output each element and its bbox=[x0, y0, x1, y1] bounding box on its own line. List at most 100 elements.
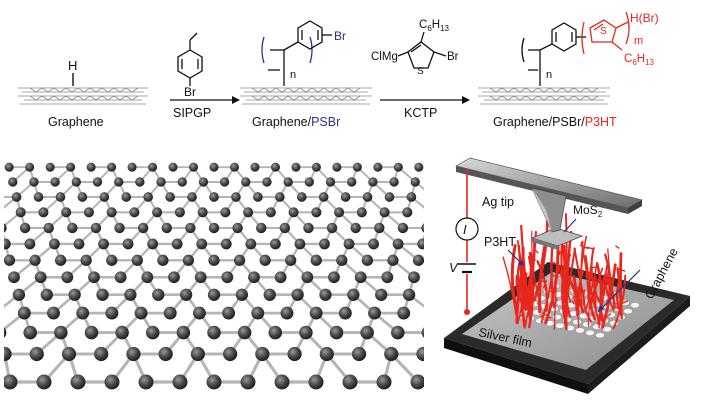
lattice-atom bbox=[44, 223, 54, 233]
lattice-atom bbox=[115, 271, 127, 283]
lattice-atom bbox=[143, 192, 153, 202]
lattice-atom bbox=[168, 271, 180, 283]
graphene-sheet-psbr bbox=[240, 88, 372, 104]
lattice-atom bbox=[47, 307, 60, 320]
graphene-sheet-final bbox=[478, 88, 610, 104]
lattice-atom bbox=[319, 192, 329, 202]
psbr-n-label: n bbox=[290, 69, 296, 81]
lattice-atom bbox=[334, 207, 344, 217]
lattice-atom bbox=[139, 375, 154, 390]
p3ht-fiber bbox=[566, 290, 567, 327]
lattice-atom bbox=[66, 163, 75, 172]
lattice-atom bbox=[128, 163, 137, 172]
lattice-atom bbox=[107, 163, 116, 172]
lattice-atom bbox=[352, 347, 366, 361]
lattice-atom bbox=[426, 307, 439, 320]
lattice-atom bbox=[339, 307, 352, 320]
lattice-atom bbox=[199, 177, 208, 186]
lattice-atom bbox=[135, 177, 144, 186]
final-m-label: m bbox=[634, 35, 643, 47]
lattice-atom bbox=[29, 177, 38, 186]
lattice-atom bbox=[368, 177, 377, 186]
lattice-atom bbox=[78, 192, 88, 202]
lattice-atom bbox=[114, 177, 123, 186]
lattice-atom bbox=[162, 223, 172, 233]
lattice-atom bbox=[347, 289, 359, 301]
lattice-atom bbox=[146, 326, 160, 340]
lattice-atom bbox=[29, 255, 40, 266]
lattice-atom bbox=[311, 255, 322, 266]
graphene-lattice-panel bbox=[0, 160, 439, 400]
sipgp-label: SIPGP bbox=[173, 106, 211, 120]
lattice-atom bbox=[50, 177, 59, 186]
lattice-atom bbox=[81, 255, 92, 266]
p3ht-fiber bbox=[595, 278, 596, 310]
lattice-atom bbox=[363, 192, 373, 202]
styrene-monomer bbox=[178, 33, 202, 86]
lattice-atom bbox=[357, 207, 367, 217]
lattice-atom bbox=[380, 207, 390, 217]
lattice-atom bbox=[221, 238, 232, 249]
lattice-atom bbox=[311, 207, 321, 217]
lattice-atom bbox=[12, 192, 22, 202]
final-product-label: Graphene/PSBr/P3HT bbox=[493, 115, 617, 129]
lattice-atom bbox=[209, 192, 219, 202]
device-graphene-cell bbox=[624, 308, 633, 314]
lattice-atom bbox=[297, 192, 307, 202]
lattice-atom bbox=[157, 255, 168, 266]
lattice-atom bbox=[0, 207, 3, 217]
lattice-atom bbox=[208, 289, 220, 301]
psbr-label-color: PSBr bbox=[311, 115, 340, 129]
lattice-atom bbox=[61, 207, 71, 217]
p3ht-fiber-branch bbox=[556, 297, 557, 300]
lattice-atom bbox=[377, 375, 392, 390]
lattice-atom bbox=[34, 192, 44, 202]
device-graphene-cell bbox=[556, 323, 565, 329]
lattice-atom bbox=[295, 238, 306, 249]
lattice-atom bbox=[319, 289, 331, 301]
lattice-atom bbox=[343, 375, 358, 390]
lattice-atom bbox=[291, 289, 303, 301]
lattice-atom bbox=[126, 347, 140, 361]
psbr-product-label: Graphene/PSBr bbox=[252, 115, 340, 129]
device-graphene-cell bbox=[553, 314, 562, 320]
lattice-atom bbox=[173, 375, 188, 390]
lattice-atom bbox=[271, 163, 280, 172]
lattice-atom bbox=[264, 289, 276, 301]
lattice-atom bbox=[289, 207, 299, 217]
device-graphene-cell bbox=[631, 302, 640, 308]
final-c6h13-label: C6H13 bbox=[624, 53, 655, 67]
lattice-atom bbox=[245, 238, 256, 249]
lattice-atom bbox=[69, 289, 81, 301]
psbr-br-label: Br bbox=[334, 29, 346, 43]
ag-tip-label: Ag tip bbox=[482, 195, 514, 209]
lattice-atom bbox=[287, 347, 301, 361]
final-n-label: n bbox=[546, 69, 552, 81]
lattice-atom bbox=[13, 289, 25, 301]
thiophene-reagent bbox=[398, 32, 446, 68]
p3ht-polymer bbox=[522, 12, 629, 86]
reagent-br-label: Br bbox=[447, 51, 459, 63]
lattice-atom bbox=[105, 375, 120, 390]
device-graphene-cell bbox=[607, 312, 616, 318]
lattice-atom bbox=[275, 192, 285, 202]
lattice-atom bbox=[5, 163, 14, 172]
clmg-label: ClMg bbox=[371, 51, 398, 63]
lattice-atom bbox=[230, 163, 239, 172]
lattice-atom bbox=[319, 238, 330, 249]
lattice-atom bbox=[24, 238, 35, 249]
final-s-label: S bbox=[600, 26, 607, 37]
lattice-atom bbox=[195, 271, 207, 283]
lattice-atom bbox=[129, 207, 139, 217]
lattice-atom bbox=[38, 207, 48, 217]
lattice-atom bbox=[91, 223, 101, 233]
lattice-atom bbox=[106, 255, 117, 266]
lattice-atom bbox=[373, 163, 382, 172]
lattice-atom bbox=[421, 223, 431, 233]
final-label-color: P3HT bbox=[585, 115, 617, 129]
lattice-atom bbox=[347, 177, 356, 186]
lattice-atom bbox=[121, 192, 131, 202]
lattice-atom bbox=[330, 326, 344, 340]
lattice-atom bbox=[85, 326, 99, 340]
